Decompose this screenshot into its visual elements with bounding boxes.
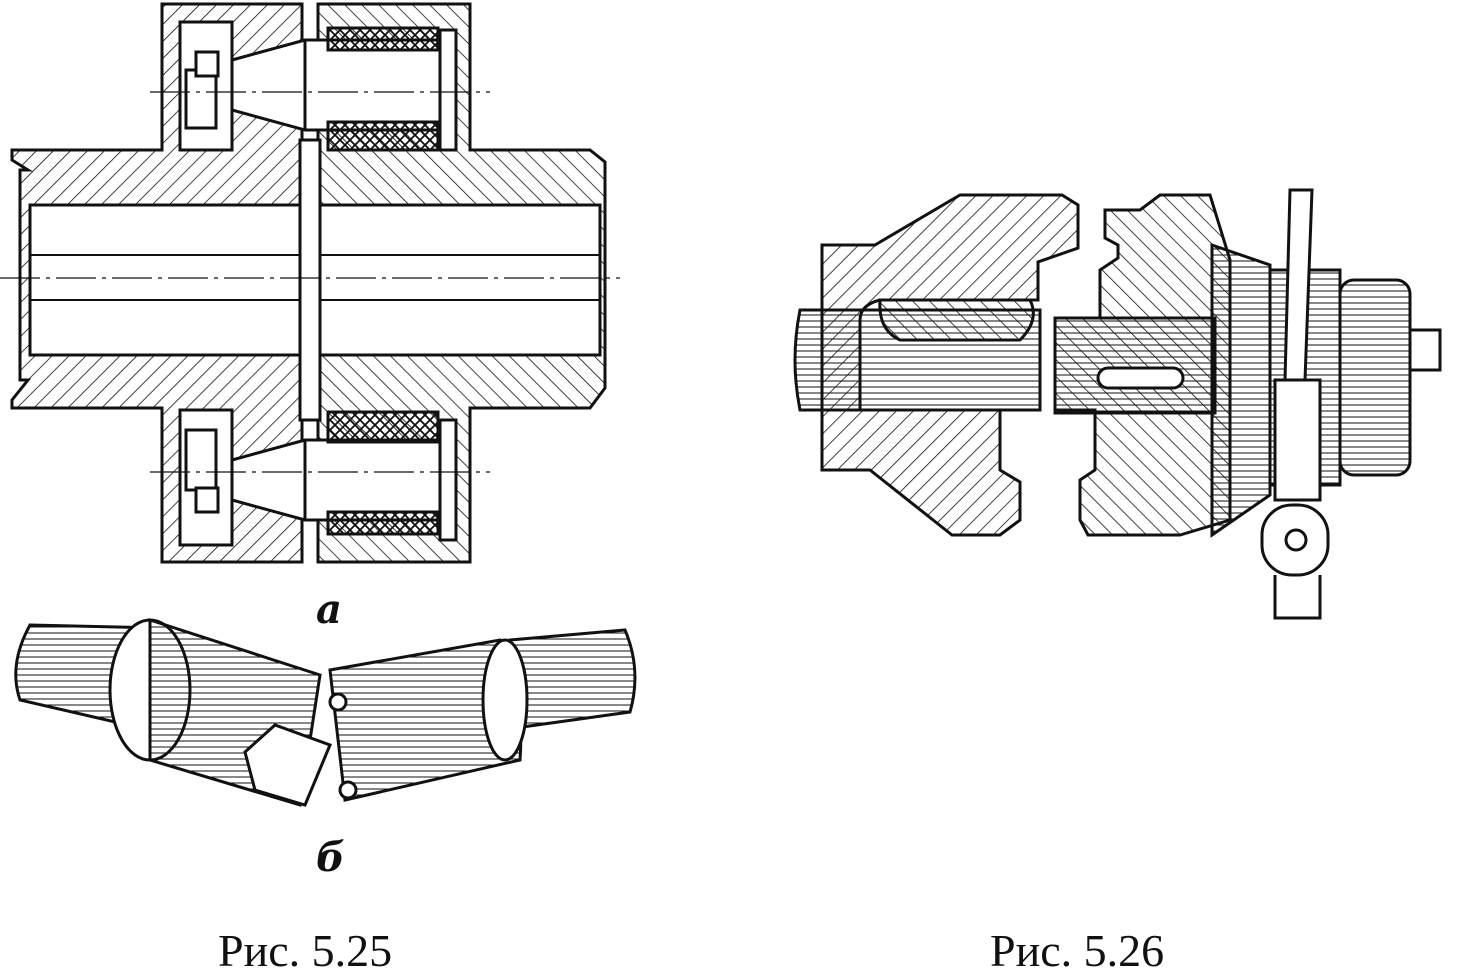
figure-caption-5-26: Рис. 5.26	[990, 925, 1165, 976]
centerlines-a	[0, 91, 620, 473]
sub-label-b: б	[316, 834, 345, 881]
coupling-assembly	[793, 188, 1442, 620]
figure-caption-5-25: Рис. 5.25	[218, 925, 393, 976]
universal-joint-b	[14, 617, 637, 807]
coupling-section-a	[10, 2, 607, 564]
sub-label-a: а	[316, 586, 342, 633]
